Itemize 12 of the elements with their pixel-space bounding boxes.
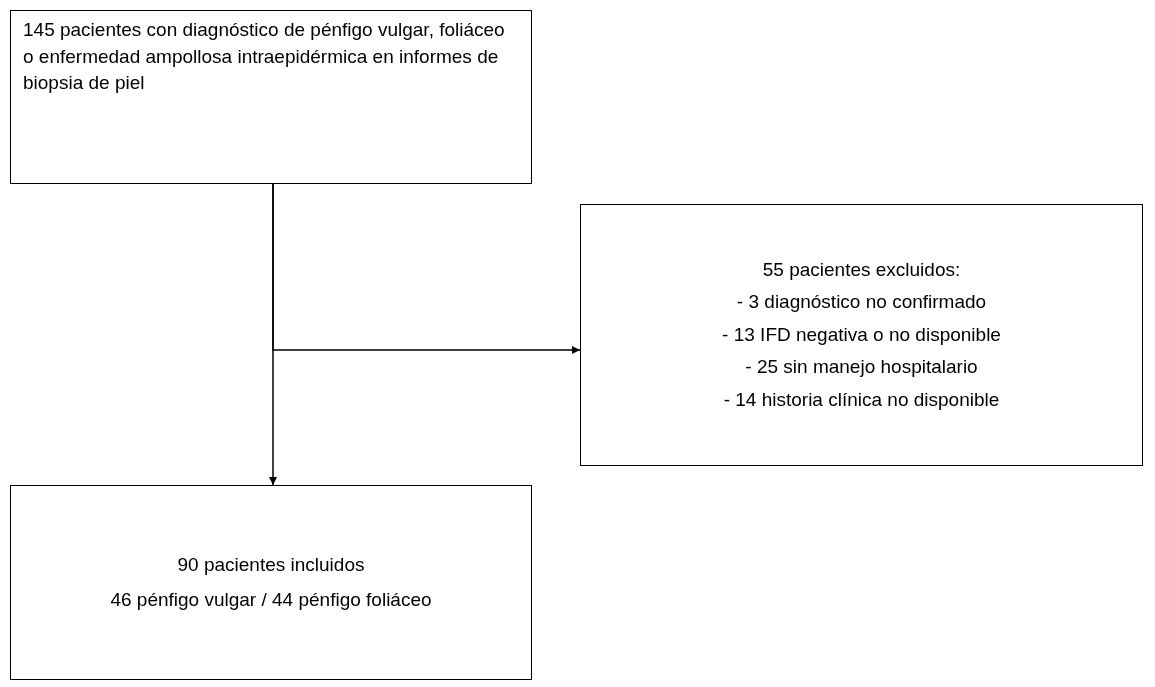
box-text: - 3 diagnóstico no confirmado [736, 290, 987, 315]
process-box [10, 10, 532, 184]
box-text: 46 pénfigo vulgar / 44 pénfigo foliáceo [110, 587, 432, 612]
box-text: - 25 sin manejo hospitalario [745, 355, 978, 380]
box-text: - 14 historia clínica no disponible [723, 387, 1000, 412]
process-box [10, 485, 532, 680]
arrow [272, 183, 581, 354]
box-text: 55 pacientes excluidos: [762, 257, 961, 282]
box-text: - 13 IFD negativa o no disponible [722, 322, 1001, 347]
box-text: 145 pacientes con diagnóstico de pénfigo vulgar, foliáceo o enfermedad ampollosa intraepidérmica en informes de biopsia de piel [23, 18, 506, 96]
process-box [580, 204, 1143, 466]
box-text: 90 pacientes incluidos [177, 552, 365, 577]
